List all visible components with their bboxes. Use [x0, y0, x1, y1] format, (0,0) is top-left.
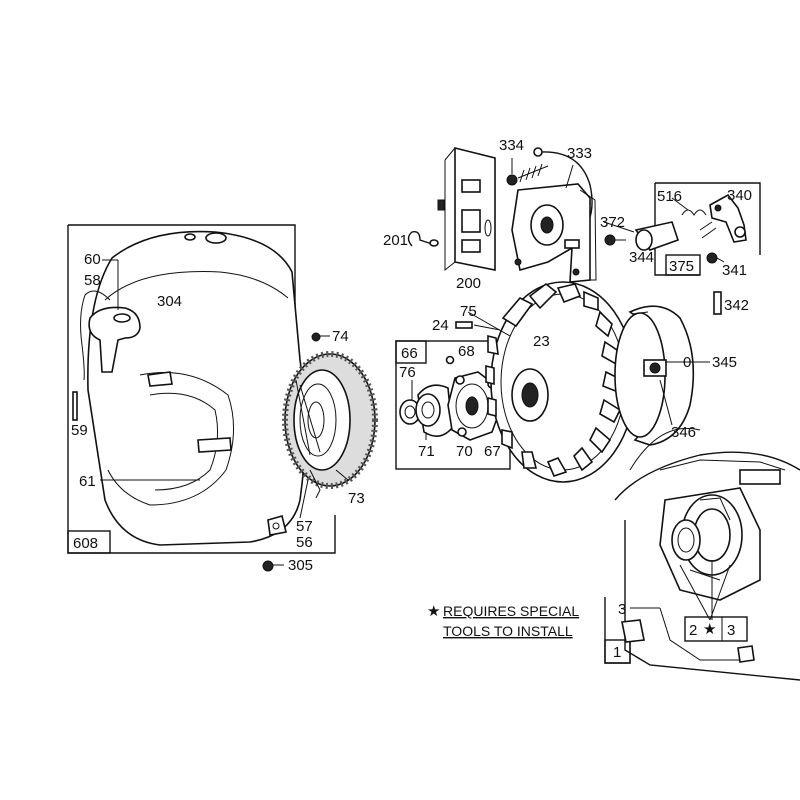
callout-23: 23	[533, 333, 550, 350]
spring-334	[517, 163, 549, 183]
callout-56: 56	[296, 534, 313, 551]
callout-3-left: 3	[618, 601, 626, 618]
callout-342: 342	[724, 297, 749, 314]
pin-342	[713, 291, 722, 315]
callout-344: 344	[629, 249, 654, 266]
group-608-box	[67, 530, 111, 554]
callout-346: 346	[671, 424, 696, 441]
rewind-starter-screen	[282, 351, 378, 489]
callout-3-right: 3	[727, 622, 735, 639]
control-bracket-group	[407, 146, 626, 283]
clip-201	[407, 230, 433, 247]
flywheel	[455, 281, 636, 483]
callout-372: 372	[600, 214, 625, 231]
callout-70: 70	[456, 443, 473, 460]
armature	[614, 305, 710, 446]
starter-rope	[80, 290, 111, 381]
callout-305: 305	[288, 557, 313, 574]
callout-75: 75	[460, 303, 477, 320]
callout-57: 57	[296, 518, 313, 535]
callout-341: 341	[722, 262, 747, 279]
callout-24: 24	[432, 317, 449, 334]
callout-2: 2	[689, 622, 697, 639]
callout-58: 58	[84, 272, 101, 289]
governor-lever-group	[603, 182, 761, 315]
ref-box-1	[604, 639, 631, 664]
callout-608: 608	[73, 535, 98, 552]
callout-345: 345	[712, 354, 737, 371]
callout-333: 333	[567, 145, 592, 162]
note-star-icon: ★	[427, 603, 440, 620]
flywheel-key	[455, 321, 473, 329]
callout-201: 201	[383, 232, 408, 249]
callout-74: 74	[332, 328, 349, 345]
pin-59	[72, 391, 78, 421]
ball-68	[445, 355, 455, 365]
callout-68: 68	[458, 343, 475, 360]
star-icon: ★	[703, 621, 716, 638]
callout-76: 76	[399, 364, 416, 381]
callout-304: 304	[157, 293, 182, 310]
callout-0: 0	[683, 354, 691, 371]
callout-66: 66	[401, 345, 418, 362]
seal-2	[671, 519, 701, 561]
engine-block-detail	[604, 427, 800, 681]
blower-housing-group	[67, 224, 378, 572]
ref-box-2-3	[684, 616, 748, 642]
callout-71: 71	[418, 443, 435, 460]
callout-61: 61	[79, 473, 96, 490]
screw-74	[311, 332, 330, 342]
starter-handle	[88, 306, 141, 373]
screw-305	[262, 560, 284, 572]
callout-375: 375	[669, 258, 694, 275]
callout-340: 340	[727, 187, 752, 204]
callout-67: 67	[484, 443, 501, 460]
note-line-2: TOOLS TO INSTALL	[443, 623, 573, 639]
group-375-box	[665, 254, 701, 276]
callout-516: 516	[657, 188, 682, 205]
callout-334: 334	[499, 137, 524, 154]
callout-59: 59	[71, 422, 88, 439]
screw-344	[604, 234, 616, 246]
screw-345	[649, 362, 661, 374]
callout-200: 200	[456, 275, 481, 292]
callout-73: 73	[348, 490, 365, 507]
housing-tab	[267, 515, 287, 536]
spring-516	[681, 209, 707, 216]
callout-1: 1	[613, 644, 621, 661]
group-66-box	[395, 340, 427, 364]
callout-60: 60	[84, 251, 101, 268]
blower-housing	[87, 230, 306, 546]
note-line-1: REQUIRES SPECIAL	[443, 603, 579, 619]
screw-341	[706, 252, 718, 264]
